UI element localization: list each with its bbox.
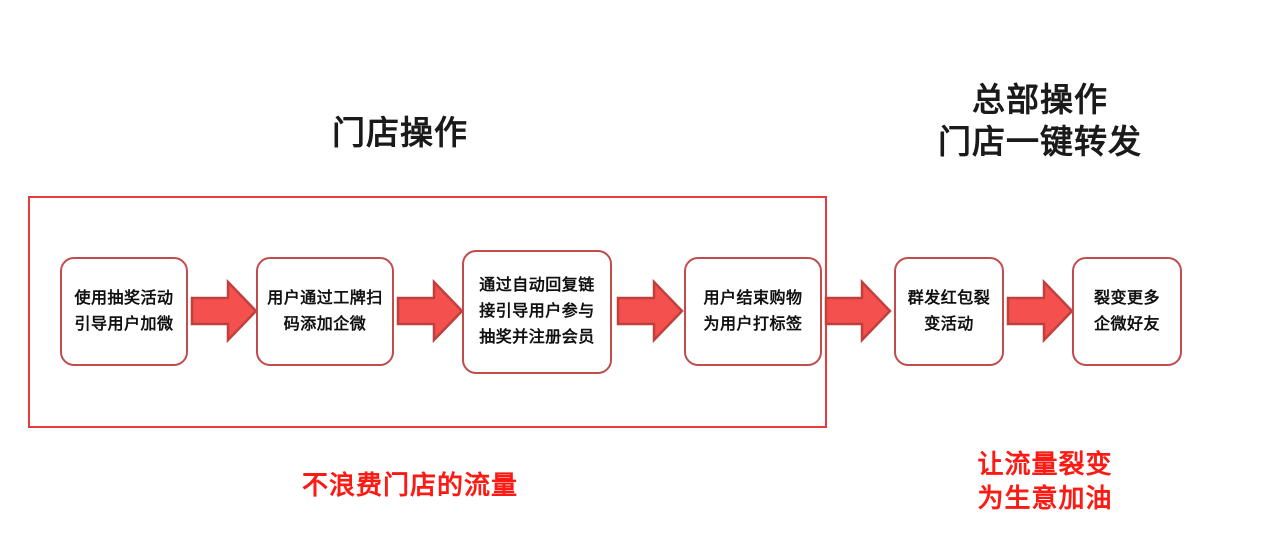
process-box-step-1-line-2: 引导用户加微	[74, 315, 174, 333]
process-box-step-4[interactable]: 用户结束购物 为用户打标签	[684, 257, 822, 366]
process-box-step-4-line-2: 为用户打标签	[703, 315, 803, 333]
store-operations-title-text: 门店操作	[332, 114, 468, 151]
right-arrow-icon-4	[824, 278, 892, 344]
process-box-step-6-line-1: 裂变更多	[1093, 289, 1160, 307]
hq-benefit-caption-line1: 让流量裂变	[977, 449, 1113, 479]
process-box-step-6-text: 裂变更多 企微好友	[1088, 286, 1166, 338]
process-box-step-2-text: 用户通过工牌扫 码添加企微	[261, 286, 389, 338]
hq-benefit-caption: 让流量裂变 为生意加油	[925, 447, 1165, 515]
right-arrow-icon-1	[190, 278, 258, 344]
right-arrow-icon-5	[1006, 278, 1074, 344]
process-box-step-3-text: 通过自动回复链 接引导用户参与 抽奖并注册会员	[473, 273, 601, 351]
process-box-step-1-text: 使用抽奖活动 引导用户加微	[68, 286, 179, 338]
process-box-step-3-line-2: 接引导用户参与	[479, 303, 595, 320]
process-box-step-3-line-3: 抽奖并注册会员	[479, 329, 595, 346]
process-box-step-2[interactable]: 用户通过工牌扫 码添加企微	[256, 257, 394, 366]
process-box-step-6-line-2: 企微好友	[1093, 315, 1160, 333]
hq-benefit-caption-line2: 为生意加油	[977, 483, 1113, 513]
hq-operations-title-line1: 总部操作	[972, 81, 1108, 118]
process-box-step-5[interactable]: 群发红包裂 变活动	[894, 257, 1004, 366]
process-box-step-4-text: 用户结束购物 为用户打标签	[697, 286, 808, 338]
process-box-step-1[interactable]: 使用抽奖活动 引导用户加微	[60, 257, 188, 366]
process-box-step-2-line-1: 用户通过工牌扫	[267, 289, 383, 307]
process-box-step-6[interactable]: 裂变更多 企微好友	[1072, 257, 1182, 366]
process-box-step-5-line-1: 群发红包裂	[907, 289, 991, 307]
right-arrow-icon-2	[396, 278, 464, 344]
hq-operations-title-line2: 门店一键转发	[938, 123, 1142, 160]
process-box-step-5-text: 群发红包裂 变活动	[902, 286, 997, 338]
process-box-step-2-line-2: 码添加企微	[283, 315, 367, 333]
process-box-step-5-line-2: 变活动	[924, 315, 974, 333]
process-box-step-3[interactable]: 通过自动回复链 接引导用户参与 抽奖并注册会员	[462, 250, 612, 374]
store-benefit-caption-text: 不浪费门店的流量	[301, 470, 518, 500]
store-operations-title: 门店操作	[260, 112, 540, 154]
store-benefit-caption: 不浪费门店的流量	[195, 468, 625, 502]
process-box-step-1-line-1: 使用抽奖活动	[74, 289, 174, 307]
process-box-step-3-line-1: 通过自动回复链	[479, 277, 595, 294]
hq-operations-title: 总部操作 门店一键转发	[900, 79, 1180, 163]
right-arrow-icon-3	[616, 278, 684, 344]
process-box-step-4-line-1: 用户结束购物	[703, 289, 803, 307]
